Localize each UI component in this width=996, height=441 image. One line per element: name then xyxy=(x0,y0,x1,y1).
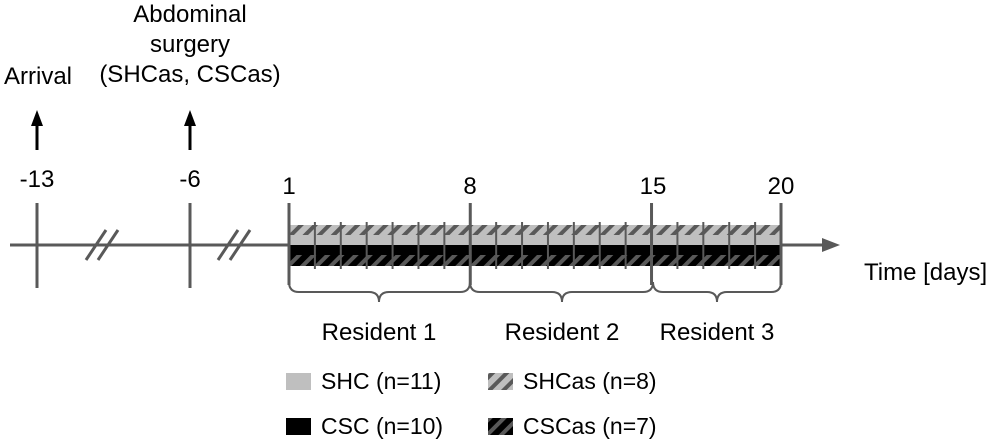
legend-swatch-cscas xyxy=(488,418,513,435)
time-axis-arrowhead-icon xyxy=(822,238,840,252)
shcas-bar xyxy=(289,225,781,235)
surgery-label-line-3: (SHCas, CSCas) xyxy=(99,61,280,88)
cscas-bar xyxy=(289,255,781,266)
legend-swatch-shcas xyxy=(488,373,513,390)
legend-label-shcas: SHCas (n=8) xyxy=(523,368,657,394)
surgery-arrow-icon xyxy=(184,110,196,150)
legend-swatch-shc xyxy=(286,373,311,390)
group-bars xyxy=(287,203,783,285)
legend-label-shc: SHC (n=11) xyxy=(321,368,441,394)
csc-bar xyxy=(289,245,781,255)
arrival-label: Arrival xyxy=(4,63,72,90)
axis-break-2-icon xyxy=(216,229,252,261)
legend: SHC (n=11) SHCas (n=8) CSC (n=10) CSCas … xyxy=(286,368,657,439)
surgery-label-line-2: surgery xyxy=(150,31,230,58)
surgery-day-label: -6 xyxy=(179,166,200,193)
day-tick-label-8: 8 xyxy=(463,173,476,200)
resident-2-brace xyxy=(469,281,654,303)
shc-bar xyxy=(289,235,781,245)
legend-swatch-csc xyxy=(286,418,311,435)
surgery-label-line-1: Abdominal xyxy=(133,1,246,28)
arrival-day-label: -13 xyxy=(20,166,55,193)
phase-label-resident-3: Resident 3 xyxy=(660,319,775,346)
resident-1-brace xyxy=(288,281,471,303)
resident-3-brace xyxy=(652,281,782,303)
day-tick-label-1: 1 xyxy=(282,173,295,200)
legend-label-cscas: CSCas (n=7) xyxy=(523,413,657,439)
legend-label-csc: CSC (n=10) xyxy=(321,413,443,439)
axis-break-1-icon xyxy=(84,229,120,261)
phase-label-resident-2: Resident 2 xyxy=(505,319,620,346)
phase-label-resident-1: Resident 1 xyxy=(322,319,437,346)
time-axis-label: Time [days] xyxy=(864,259,987,286)
arrival-arrow-icon xyxy=(31,110,43,150)
day-tick-label-20: 20 xyxy=(768,173,795,200)
day-tick-label-15: 15 xyxy=(640,173,667,200)
